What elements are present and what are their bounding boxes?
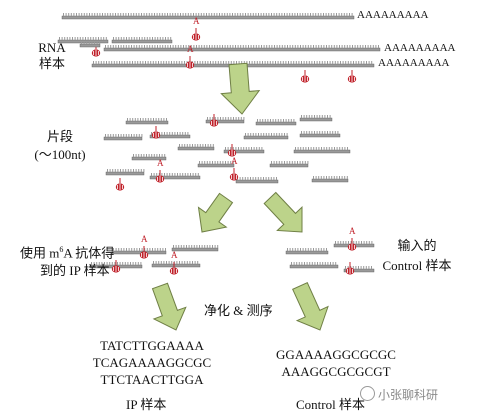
label-rna-sample-text: RNA 样本 — [38, 40, 66, 71]
watermark: 小张聊科研 — [360, 386, 438, 403]
m6a-bead-stripes — [349, 76, 355, 82]
label-purify-seq-text: 净化 & 测序 — [204, 303, 273, 318]
m6a-letter: A — [157, 158, 164, 168]
m6a-bead-stripes — [171, 268, 177, 274]
ip-sequence-line: TATCTTGGAAAA — [100, 338, 204, 353]
label-control-result: Control 样本 — [296, 394, 365, 413]
rna-strand — [103, 45, 381, 52]
flow-arrow — [263, 191, 303, 233]
control-sequence-line: AAAGGCGCGCGT — [281, 364, 391, 379]
rna-strand — [111, 37, 173, 44]
label-input-sample: 输入的 Control 样本 — [372, 236, 462, 276]
flow-arrow — [220, 62, 261, 115]
control-sequence-block: GGAAAAGGCGCGC AAAGGCGCGCGT — [262, 346, 410, 380]
label-ip-result-text: IP 样本 — [126, 397, 167, 412]
rna-strand — [197, 161, 235, 168]
rna-strand — [103, 134, 143, 141]
m6a-bead-stripes — [347, 268, 353, 274]
label-input-line2: Control 样本 — [382, 258, 452, 273]
rna-strand — [289, 262, 339, 269]
m6a-bead-stripes — [211, 120, 217, 126]
m6a-bead-stripes — [141, 252, 147, 258]
flow-arrow — [292, 282, 329, 331]
poly-a-tail: AAAAAAAAA — [384, 42, 456, 54]
ip-sequence-line: TTCTAACTTGGA — [100, 372, 204, 387]
ip-sequence-line: TCAGAAAAGGCGC — [92, 355, 212, 370]
m6a-letter: A — [171, 250, 178, 260]
label-input-line1: 输入的 — [397, 238, 437, 253]
watermark-text: 小张聊科研 — [378, 388, 439, 402]
label-ip-result: IP 样本 — [126, 394, 166, 413]
rna-strand — [299, 115, 333, 122]
rna-strand — [57, 37, 109, 44]
m6a-letter: A — [187, 44, 194, 54]
rna-strand — [177, 144, 215, 151]
rna-strand — [269, 161, 309, 168]
rna-strand — [285, 248, 329, 255]
rna-strand — [235, 177, 279, 184]
m6a-bead-stripes — [229, 150, 235, 156]
m6a-bead-stripes — [93, 50, 99, 56]
rna-strand — [311, 176, 349, 183]
rna-strand — [105, 169, 145, 176]
label-ip-prefix: 使用 m — [20, 245, 60, 261]
flow-arrow — [197, 192, 234, 233]
label-rna-sample: RNA 样本 — [32, 40, 72, 72]
label-ip-suffix: A 抗体得 — [63, 245, 115, 261]
rna-strand — [151, 261, 201, 268]
m6a-bead-stripes — [113, 266, 119, 272]
m6a-bead-stripes — [302, 76, 308, 82]
rna-strand — [243, 133, 289, 140]
label-purify-seq: 净化 & 测序 — [204, 300, 273, 319]
rna-strand — [171, 245, 219, 252]
label-ip-line2: 到的 IP 样本 — [40, 263, 110, 279]
watermark-icon — [360, 386, 375, 401]
label-fragments: 片段 (～100nt) — [28, 128, 92, 164]
rna-strand — [61, 13, 355, 20]
m6a-bead-stripes — [349, 244, 355, 250]
poly-a-tail: AAAAAAAAA — [378, 57, 450, 69]
m6a-letter: A — [193, 16, 200, 26]
m6a-bead-stripes — [153, 132, 159, 138]
rna-strand — [79, 41, 101, 48]
m6a-bead-stripes — [117, 184, 123, 190]
m6a-bead-stripes — [187, 62, 193, 68]
m6a-letter: A — [231, 156, 238, 166]
m6a-bead-stripes — [193, 34, 199, 40]
rna-strand — [223, 147, 265, 154]
flow-arrow — [151, 282, 187, 331]
rna-strand — [125, 118, 169, 125]
poly-a-tail: AAAAAAAAA — [357, 9, 429, 21]
rna-strand — [293, 147, 351, 154]
rna-strand — [149, 173, 201, 180]
label-fragments-text: 片段 (～100nt) — [34, 129, 86, 162]
rna-strand — [255, 119, 297, 126]
rna-strand — [299, 131, 341, 138]
rna-strand — [131, 154, 167, 161]
m6a-letter: A — [141, 234, 148, 244]
rna-strand — [111, 248, 167, 255]
m6a-bead-stripes — [157, 176, 163, 182]
rna-strand — [205, 117, 245, 124]
m6a-bead-stripes — [231, 174, 237, 180]
m6a-letter: A — [349, 226, 356, 236]
ip-sequence-block: TATCTTGGAAAA TCAGAAAAGGCGC TTCTAACTTGGA — [78, 337, 226, 388]
label-ip-sup: 6 — [59, 245, 64, 254]
control-sequence-line: GGAAAAGGCGCGC — [276, 347, 396, 362]
label-ip-sample: 使用 m6A 抗体得 到的 IP 样本 — [20, 241, 114, 280]
label-control-result-text: Control 样本 — [296, 397, 365, 412]
